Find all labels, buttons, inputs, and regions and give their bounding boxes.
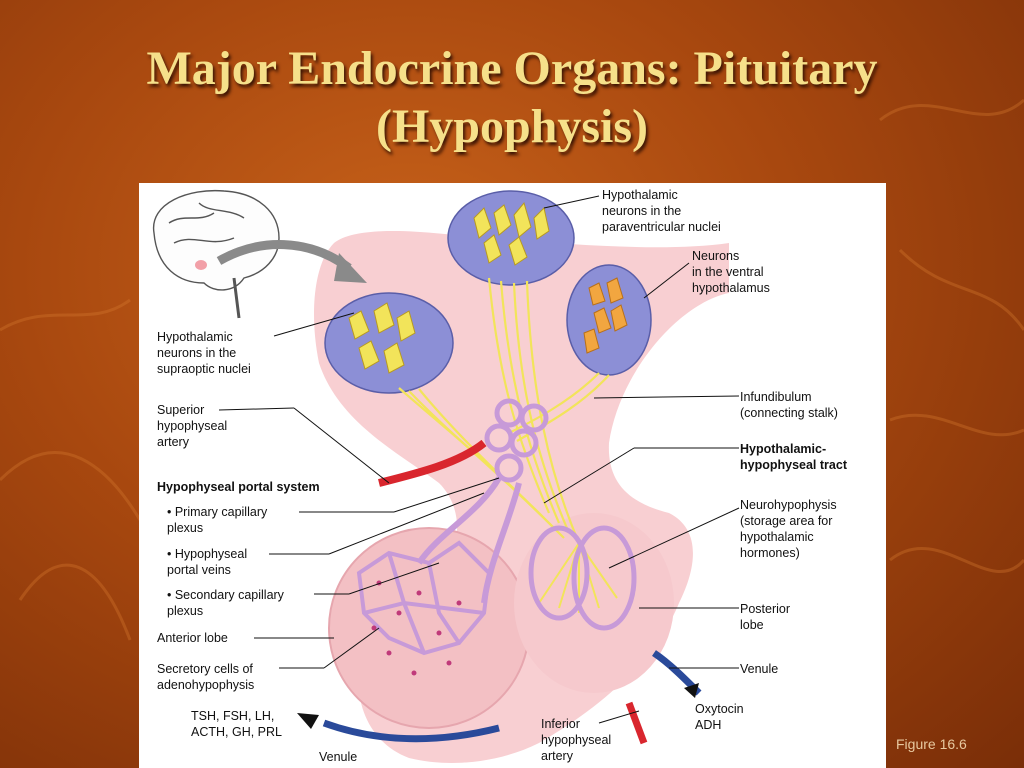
label-superior-hypophyseal-artery: Superior hypophyseal artery [157, 403, 228, 449]
label-anterior-lobe: Anterior lobe [157, 631, 228, 645]
ventral-neurons-icon [583, 277, 628, 354]
curved-arrow-icon [216, 240, 352, 272]
label-secretory-cells: Secretory cells of adenohypophysis [157, 662, 255, 692]
label-hypothalamic-hypophyseal-tract: Hypothalamic- hypophyseal tract [740, 442, 847, 472]
label-posterior-lobe: Posterior lobe [740, 602, 791, 632]
figure-caption: Figure 16.6 [896, 736, 967, 752]
label-venule-bottom: Venule [319, 750, 358, 764]
slide-title-line-2: (Hypophysis) [375, 100, 649, 153]
superior-hypophyseal-artery [378, 439, 487, 487]
label-secondary-capillary-plexus: • Secondary capillary plexus [167, 588, 284, 618]
venule-left-arrow-icon [297, 713, 319, 729]
primary-capillary-plexus [484, 398, 549, 483]
secondary-capillary-plexus [356, 540, 492, 656]
supraoptic-neurons-icon [348, 302, 416, 374]
label-inferior-hypophyseal-artery: Inferior hypophyseal artery [541, 717, 612, 763]
anterior-lobe-shape [328, 527, 530, 729]
label-neurohypophysis: Neurohypophysis (storage area for hypoth… [740, 498, 837, 560]
oxytocin-arrow-icon [684, 683, 699, 698]
label-anterior-hormones: TSH, FSH, LH, ACTH, GH, PRL [191, 709, 282, 739]
label-supraoptic-nuclei: Hypothalamic neurons in the supraoptic n… [157, 330, 251, 376]
pituitary-diagram [153, 189, 740, 763]
label-oxytocin-adh: Oxytocin ADH [695, 702, 744, 732]
brain-icon [153, 189, 280, 319]
label-infundibulum: Infundibulum (connecting stalk) [740, 390, 838, 420]
label-hypophyseal-portal-veins: • Hypophyseal portal veins [167, 547, 248, 577]
paraventricular-neurons-icon [473, 201, 550, 266]
slide-title: Major Endocrine Organs: Pituitary (Hypop… [0, 40, 1024, 156]
pituitary-figure: Hypothalamic neurons in the paraventricu… [139, 183, 886, 768]
arrow-head-icon [334, 253, 367, 283]
label-hypophyseal-portal-system: Hypophyseal portal system [157, 480, 320, 494]
inferior-hypophyseal-artery [625, 701, 648, 745]
venule-bottom-vessel [322, 719, 500, 743]
label-paraventricular-nuclei: Hypothalamic neurons in the paraventricu… [602, 188, 721, 234]
posterior-capillary-loops [528, 525, 637, 631]
secretory-cells-dots [371, 580, 462, 676]
label-primary-capillary-plexus: • Primary capillary plexus [167, 505, 268, 535]
leader-lines [218, 195, 740, 724]
label-ventral-hypothalamus: Neurons in the ventral hypothalamus [692, 249, 770, 295]
slide-title-line-1: Major Endocrine Organs: Pituitary [146, 42, 878, 95]
brain-pituitary-highlight-icon [195, 260, 207, 270]
label-venule-right: Venule [740, 662, 779, 676]
